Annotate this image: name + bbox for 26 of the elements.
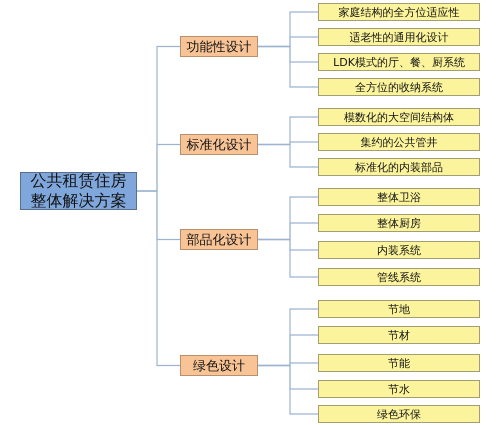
item-box: LDK模式的厅、餐、厨系统 [318,53,480,71]
root-box: 公共租赁住房整体解决方案 [20,172,137,210]
item-box: 管线系统 [318,268,480,286]
item-box: 节能 [318,354,480,372]
connector-line [258,46,318,88]
connector-line [137,190,180,366]
item-box: 模数化的大空间结构体 [318,108,480,126]
category-box: 绿色设计 [180,355,258,376]
item-box: 节地 [318,300,480,318]
item-box: 节材 [318,326,480,344]
item-box: 整体厨房 [318,214,480,232]
connector-line [258,238,318,278]
connector-line [258,364,318,415]
category-box: 功能性设计 [180,36,258,57]
item-box: 内装系统 [318,241,480,259]
item-box: 家庭结构的全方位适应性 [318,3,480,21]
category-box: 标准化设计 [180,134,258,155]
connector-line [258,144,318,168]
item-box: 整体卫浴 [318,188,480,206]
category-box: 部品化设计 [180,229,258,250]
item-box: 绿色环保 [318,405,480,423]
item-box: 全方位的收纳系统 [318,78,480,96]
item-box: 适老性的通用化设计 [318,28,480,46]
item-box: 标准化的内装部品 [318,158,480,176]
item-box: 集约的公共管井 [318,133,480,151]
item-box: 节水 [318,380,480,398]
